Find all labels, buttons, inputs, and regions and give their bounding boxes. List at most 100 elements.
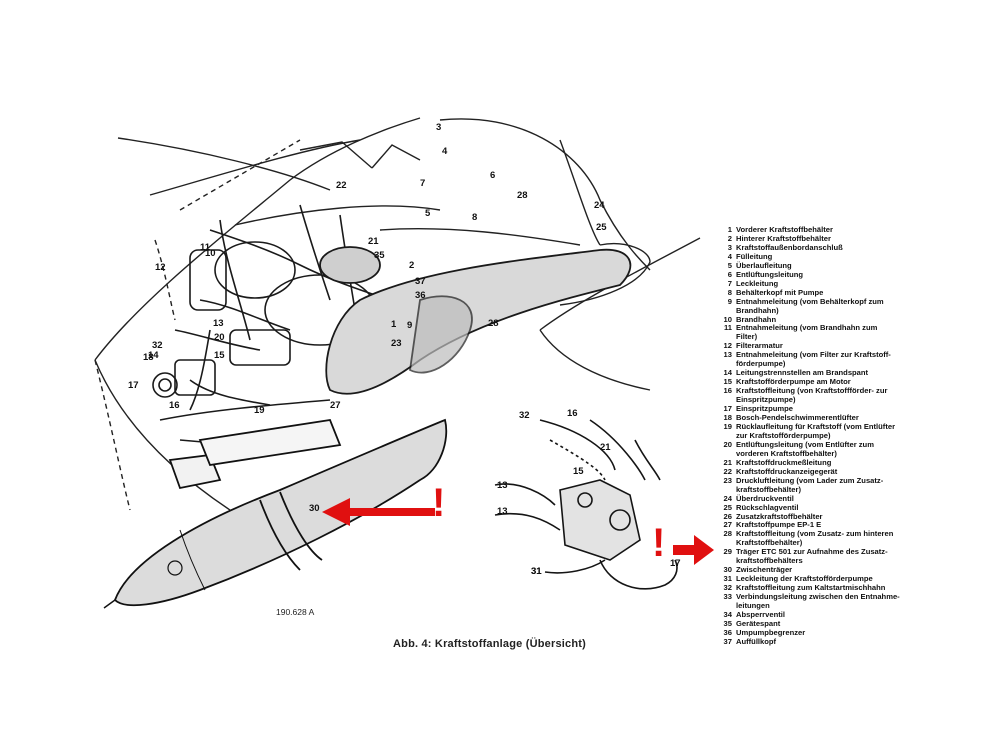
callout-label: 25	[596, 222, 607, 233]
legend-item-text: Verbindungsleitung zwischen den Entnahme…	[736, 592, 900, 602]
callout-label: 16	[169, 400, 180, 411]
legend-item-text: Filterarmatur	[736, 341, 783, 351]
pump-detail-inset	[494, 419, 678, 590]
legend-item-number: 19	[723, 421, 732, 431]
legend-item-text: förderpumpe)	[736, 359, 786, 369]
callout-label: 18	[143, 352, 154, 363]
callout-label: 14	[148, 350, 159, 361]
legend-item-text: Leckleitung	[736, 278, 779, 288]
callout-label: 28	[488, 318, 499, 329]
callout-label: 4	[442, 146, 448, 157]
legend-item-text: Entnahmeleitung (vom Behälterkopf zum	[736, 296, 884, 306]
callout-label: 35	[374, 250, 385, 261]
callout-label: 7	[420, 178, 426, 189]
legend-item: 19 Rücklaufleitung für Kraftstoff (vom En…	[718, 421, 998, 432]
legend-item-text: Entnahmeleitung (vom Brandhahn zum	[736, 323, 878, 333]
legend-item: leitungen	[718, 601, 998, 611]
legend-item: Brandhahn)	[718, 305, 998, 316]
exclamation-mark-1: !	[432, 481, 445, 525]
legend-item-text: Kraftstoffpumpe EP-1 E	[736, 520, 822, 530]
callout-label: 9	[407, 320, 413, 331]
legend-item-number: 16	[723, 386, 732, 396]
callout-label: 12	[155, 262, 166, 273]
callout-label: 27	[330, 400, 341, 411]
legend-item-number: 30	[723, 565, 732, 575]
legend-item: zur Kraftstofförderpumpe)	[718, 431, 998, 441]
callout-label: 2	[409, 260, 415, 271]
legend-item-number: 14	[723, 368, 732, 378]
legend-item-text: Kraftstoffdruckanzeigegerät	[736, 466, 838, 476]
legend-item-number: 35	[723, 618, 732, 628]
legend-item-number: 31	[723, 574, 732, 584]
legend-item: Filter)	[718, 332, 998, 342]
legend-item-text: Träger ETC 501 zur Aufnahme des Zusatz-	[736, 547, 888, 557]
legend-item-number: 24	[723, 493, 732, 503]
legend-item-number: 33	[723, 592, 732, 602]
callout-label: 5	[425, 208, 431, 219]
drop-tank	[103, 418, 448, 609]
legend-item-number: 1	[727, 225, 732, 234]
callout-label: 20	[214, 332, 225, 343]
legend-item-number: 37	[723, 636, 732, 646]
callout-label: 37	[415, 276, 426, 287]
callout-label: 11	[200, 242, 211, 253]
legend-item-text: Überdruckventil	[736, 493, 794, 503]
legend-item: 37 Auffüllkopf	[718, 636, 998, 647]
legend-item-text: Auffüllkopf	[736, 636, 777, 646]
legend-item-text: Druckluftleitung (vom Lader zum Zusatz-	[736, 475, 884, 485]
legend-item-number: 18	[723, 413, 732, 423]
legend-item-text: Kraftstoffleitung (vom Zusatz- zum hinte…	[736, 529, 894, 539]
legend-item-text: Kraftstoffleitung (von Kraftstoffförder-…	[736, 386, 888, 396]
callout-label: 16	[567, 408, 578, 419]
legend-item-number: 13	[723, 350, 732, 360]
callout-label: 21	[368, 236, 379, 247]
legend-item-text: Kraftstofförderpumpe am Motor	[736, 377, 851, 387]
callout-label: 24	[594, 200, 605, 211]
legend-item-text: Hinterer Kraftstoffbehälter	[736, 233, 831, 243]
legend-item-text: Rückschlagventil	[736, 502, 799, 512]
callout-label: 21	[600, 442, 611, 453]
legend-item-text: Bosch-Pendelschwimmerentlüfter	[736, 413, 859, 423]
legend-item-text: Zwischenträger	[736, 565, 793, 575]
callout-label: 17	[128, 380, 139, 391]
legend-item: 30 Zwischenträger	[718, 565, 998, 575]
legend-item: vorderen Kraftstoffbehälter)	[718, 449, 998, 459]
legend-item-number: 8	[727, 287, 732, 297]
callout-label: 31	[531, 566, 542, 577]
legend-item: 16 Kraftstoffleitung (von Kraftstoffförde…	[718, 386, 998, 396]
legend-item-number: 4	[727, 251, 732, 261]
callout-label: 30	[309, 503, 320, 514]
legend-item-number: 28	[723, 529, 732, 539]
legend-item-number: 26	[723, 511, 732, 521]
legend-item-text: Rücklaufleitung für Kraftstoff (vom Entl…	[736, 421, 896, 431]
legend-item-text: Einspritzpumpe	[736, 404, 793, 414]
callout-label: 8	[472, 212, 478, 223]
legend-item-text: Brandhahn)	[736, 305, 779, 315]
legend-item-number: 34	[723, 609, 732, 619]
legend-item-number: 6	[727, 269, 732, 279]
legend-item-text: Filter)	[736, 332, 758, 342]
red-arrow-right	[673, 535, 714, 565]
callout-label: 1	[391, 319, 397, 330]
callout-label: 13	[497, 480, 508, 491]
legend-item-text: kraftstoffbehälters	[736, 556, 803, 566]
callout-label: 31	[531, 566, 542, 577]
